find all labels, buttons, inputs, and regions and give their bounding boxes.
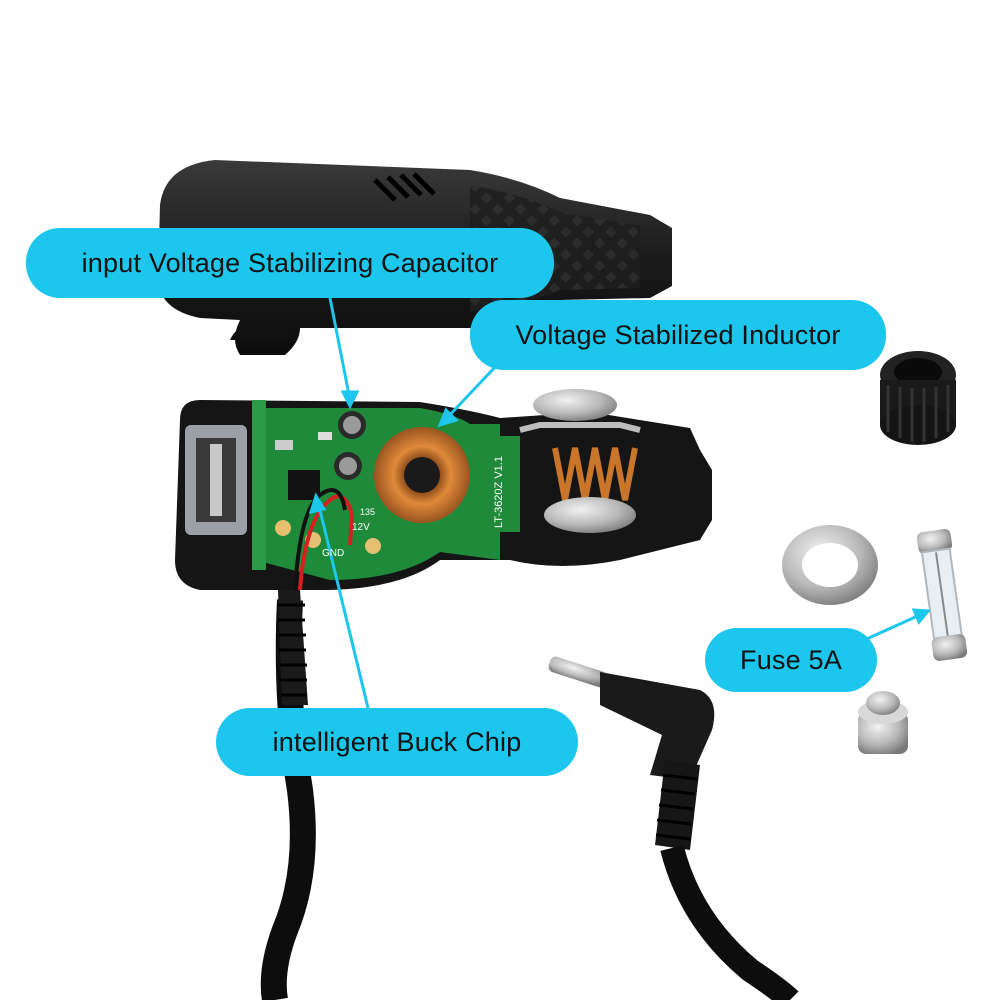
buck-chip <box>288 470 320 500</box>
fuse-pointer <box>859 612 923 644</box>
chip-pointer-arrowhead <box>308 492 327 515</box>
right-angle-dc-plug <box>548 656 799 1000</box>
callout-capacitor-label: input Voltage Stabilizing Capacitor <box>81 247 499 278</box>
charger-cable <box>260 590 316 1000</box>
callout-capacitor: input Voltage Stabilizing Capacitor <box>26 228 554 298</box>
bottom-shell-with-pcb: LT-3620Z V1.1 <box>175 389 712 591</box>
capacitor-pointer <box>328 297 352 401</box>
pcb-board-code: LT-3620Z V1.1 <box>493 456 505 528</box>
contact-spring <box>552 447 638 501</box>
callout-inductor-label: Voltage Stabilized Inductor <box>515 319 841 350</box>
tip-contact <box>858 691 908 754</box>
callout-buck-chip: intelligent Buck Chip <box>216 708 578 776</box>
chip-pointer <box>316 501 370 709</box>
threaded-end-cap <box>880 351 956 445</box>
callout-buck-chip-label: intelligent Buck Chip <box>272 726 522 757</box>
callout-pointers <box>308 297 931 709</box>
callout-fuse-label: Fuse 5A <box>740 644 842 675</box>
bottom-contact-plate <box>544 497 636 533</box>
capacitor-pointer-arrowhead <box>340 390 360 410</box>
inductor-pointer-arrowhead <box>437 407 459 428</box>
callout-inductor: Voltage Stabilized Inductor <box>470 300 886 370</box>
top-contact-plate <box>533 389 617 421</box>
callout-fuse: Fuse 5A <box>705 628 877 692</box>
metal-washer <box>782 525 878 605</box>
fuse-pointer-arrowhead <box>911 608 931 625</box>
glass-fuse <box>916 529 968 661</box>
inductor-pointer <box>443 362 500 422</box>
